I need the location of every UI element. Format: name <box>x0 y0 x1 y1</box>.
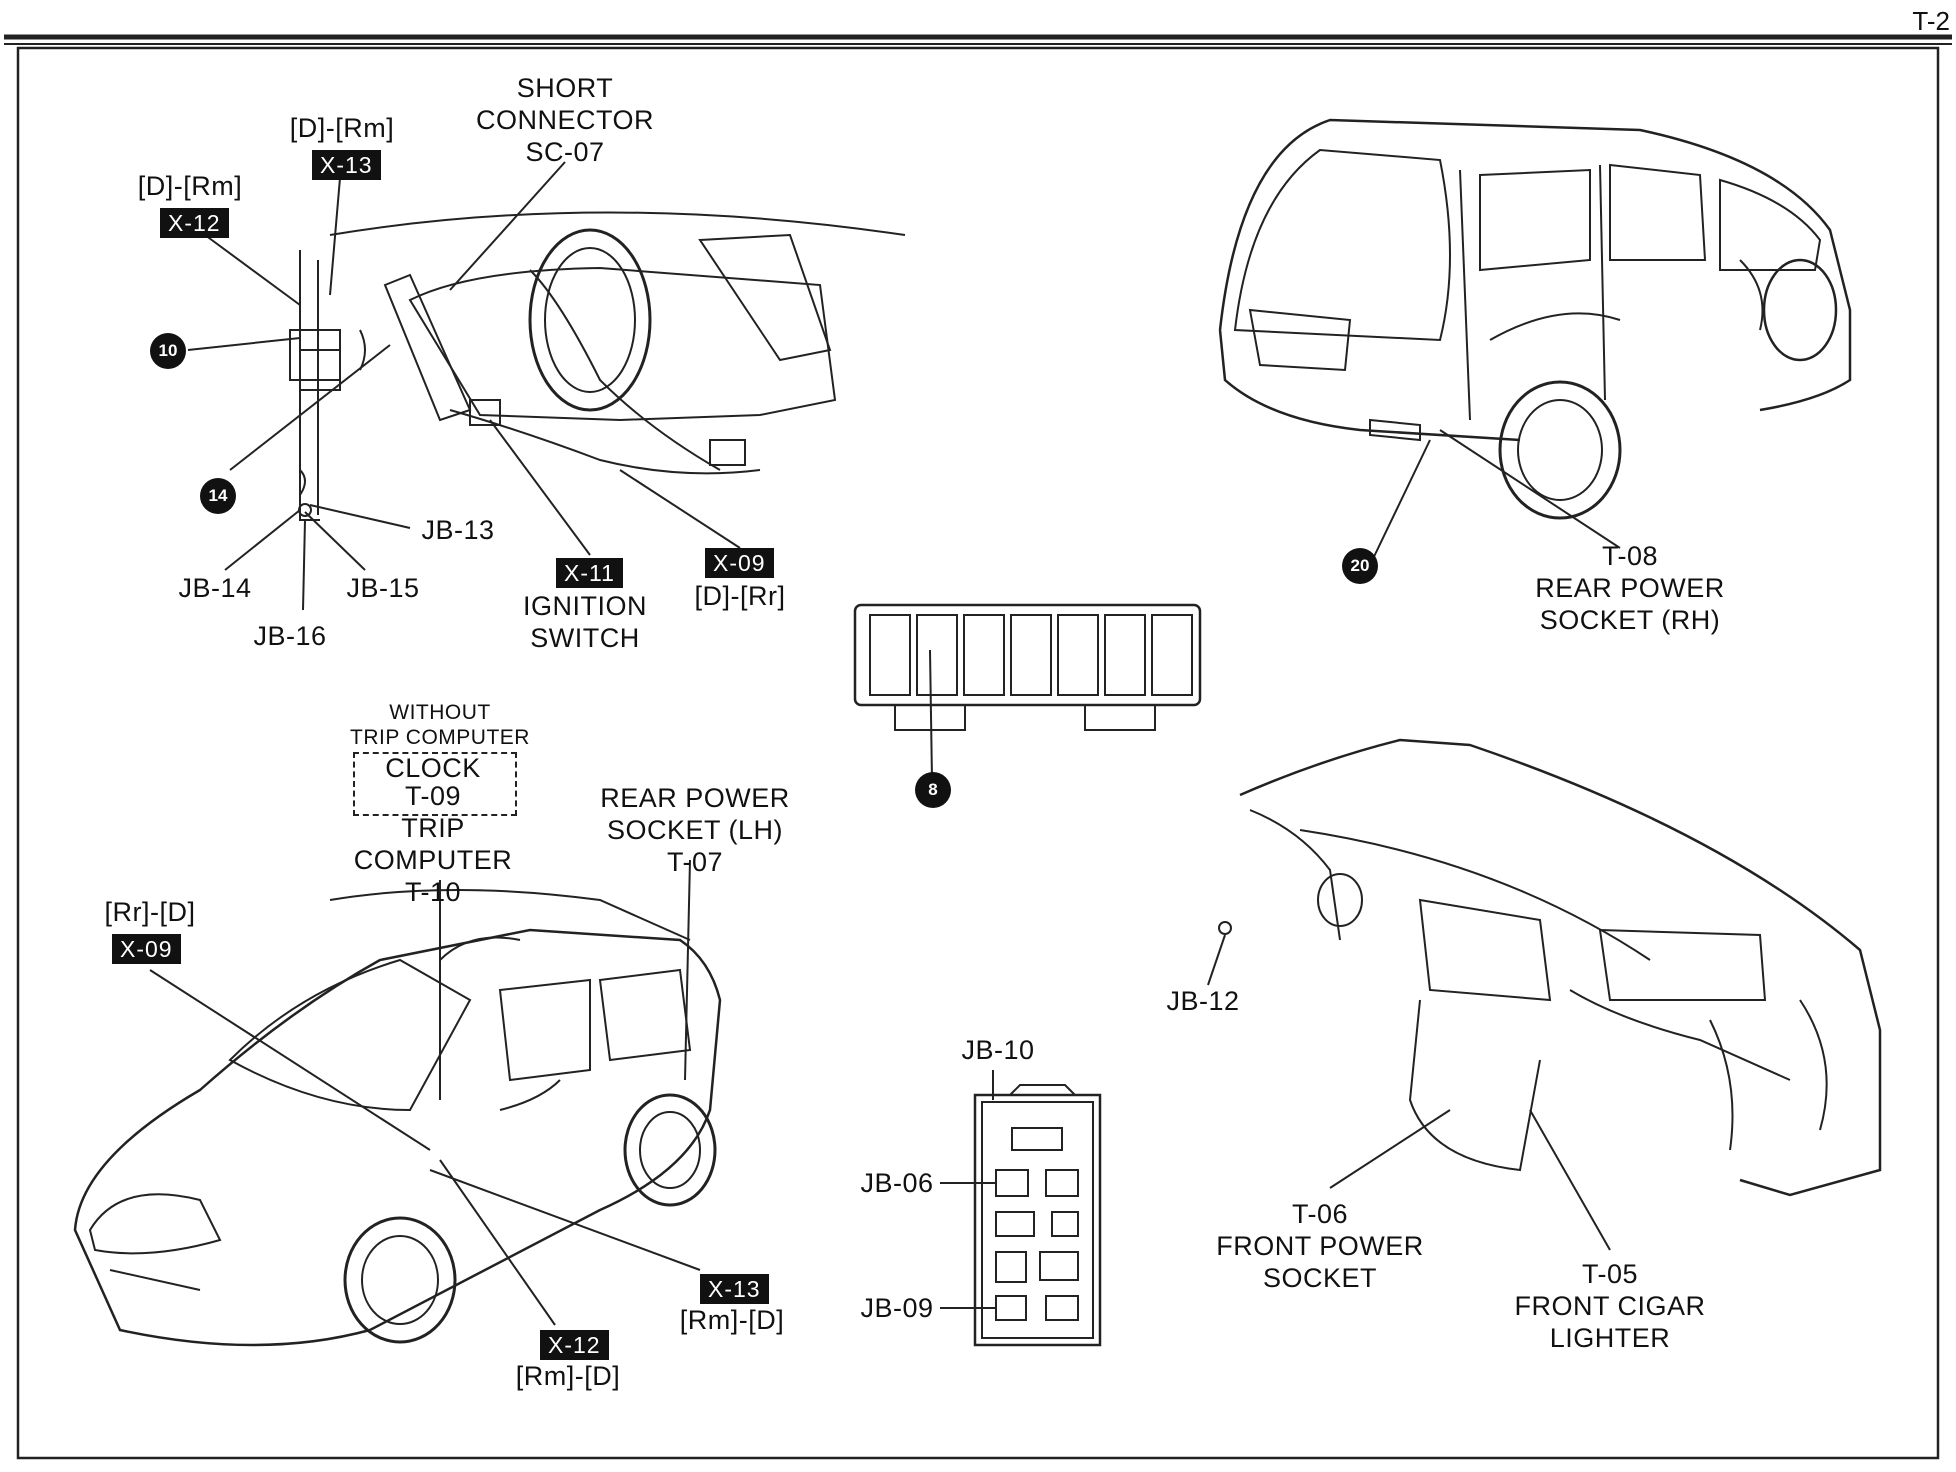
short-connector-label: SHORT CONNECTOR SC-07 <box>475 73 654 167</box>
x13-wire-label-bl: [Rm]-[D] <box>679 1305 785 1335</box>
rear-power-socket-lh-label: REAR POWER SOCKET (LH) T-07 <box>600 783 790 877</box>
x12-connector-tag-bl: X-12 <box>540 1330 609 1360</box>
marker-10: 10 <box>150 333 186 369</box>
x09-connector-tag: X-09 <box>705 548 774 578</box>
x13-connector-tag: X-13 <box>312 150 381 180</box>
trip-computer-label: TRIP COMPUTER T-10 <box>353 813 513 907</box>
rear-power-socket-rh-label: T-08 REAR POWER SOCKET (RH) <box>1535 541 1725 635</box>
clock-label: CLOCK T-09 <box>385 753 481 811</box>
instrument-panel-sketch <box>1207 738 1882 1251</box>
page-border <box>16 46 1940 1460</box>
x09-wire-label: [D]-[Rr] <box>694 581 786 611</box>
x09-wire-label-bl: [Rr]-[D] <box>104 897 196 927</box>
jb09-label: JB-09 <box>860 1293 934 1323</box>
jb16-label: JB-16 <box>253 621 327 651</box>
jb14-label: JB-14 <box>178 573 252 603</box>
van-rear-sketch <box>1218 118 1852 566</box>
front-cigar-lighter-label: T-05 FRONT CIGAR LIGHTER <box>1514 1259 1706 1353</box>
jb13-label: JB-13 <box>421 515 495 545</box>
ignition-switch-label: IGNITION SWITCH <box>523 591 647 653</box>
marker-8: 8 <box>915 772 951 808</box>
without-trip-computer-label: WITHOUT TRIP COMPUTER <box>350 701 530 749</box>
x09-connector-tag-bl: X-09 <box>112 934 181 964</box>
x13-wire-label: [D]-[Rm] <box>289 113 395 143</box>
x12-wire-label-bl: [Rm]-[D] <box>515 1361 621 1391</box>
marker-14: 14 <box>200 478 236 514</box>
jb12-label: JB-12 <box>1166 986 1240 1016</box>
jb15-label: JB-15 <box>346 573 420 603</box>
van-front-sketch <box>73 859 722 1347</box>
page-number: T-2 <box>1912 6 1950 36</box>
dashboard-interior-sketch <box>187 161 906 611</box>
jb10-label: JB-10 <box>961 1035 1035 1065</box>
front-power-socket-label: T-06 FRONT POWER SOCKET <box>1216 1199 1424 1293</box>
x11-connector-tag: X-11 <box>556 558 623 588</box>
clock-dashed-box <box>353 752 517 816</box>
junction-block-sketch <box>853 603 1202 781</box>
marker-20: 20 <box>1342 548 1378 584</box>
jb06-label: JB-06 <box>860 1168 934 1198</box>
x12-wire-label: [D]-[Rm] <box>137 171 243 201</box>
x12-connector-tag: X-12 <box>160 208 229 238</box>
fuse-panel-jb10 <box>940 1070 1102 1347</box>
x13-connector-tag-bl: X-13 <box>700 1274 769 1304</box>
